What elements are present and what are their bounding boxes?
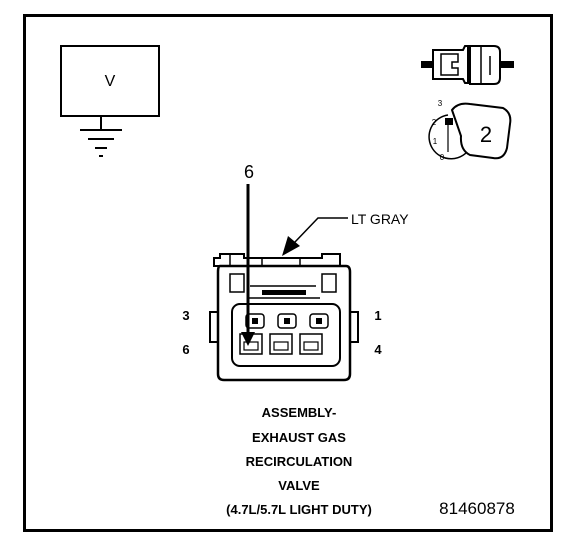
diagram-frame <box>23 14 553 532</box>
dial-mark-2: 2 <box>432 118 437 127</box>
dial-mark-1: 1 <box>433 137 438 146</box>
selector-dial-icon: 3 2 1 0 2 <box>428 99 512 162</box>
voltmeter-symbol: V <box>105 73 116 90</box>
egr-valve-connector <box>209 253 359 382</box>
voltmeter-box <box>60 45 160 117</box>
caption-line-3: RECIRCULATION <box>246 454 353 469</box>
pin-label-3: 3 <box>182 308 189 323</box>
pin-label-1: 1 <box>374 308 381 323</box>
probe-pin-label: 6 <box>244 162 254 182</box>
ground-icon <box>80 129 122 157</box>
dial-selected-value: 2 <box>480 122 492 147</box>
caption: ASSEMBLY- EXHAUST GAS RECIRCULATION VALV… <box>226 405 372 517</box>
pin-label-4: 4 <box>374 342 382 357</box>
caption-line-5: (4.7L/5.7L LIGHT DUTY) <box>226 502 372 517</box>
voltmeter: V <box>60 45 160 130</box>
caption-line-2: EXHAUST GAS <box>252 430 346 445</box>
caption-line-4: VALVE <box>278 478 320 493</box>
wire-color-label: LT GRAY <box>351 211 409 227</box>
pin-label-6: 6 <box>182 342 189 357</box>
dial-mark-0: 0 <box>440 153 445 162</box>
connector-plug-icon <box>421 45 514 85</box>
dial-mark-3: 3 <box>438 99 443 108</box>
caption-line-1: ASSEMBLY- <box>262 405 337 420</box>
probe-arrow: 6 <box>241 162 255 346</box>
figure-id: 81460878 <box>439 499 515 518</box>
wire-color-callout: LT GRAY <box>282 211 409 256</box>
